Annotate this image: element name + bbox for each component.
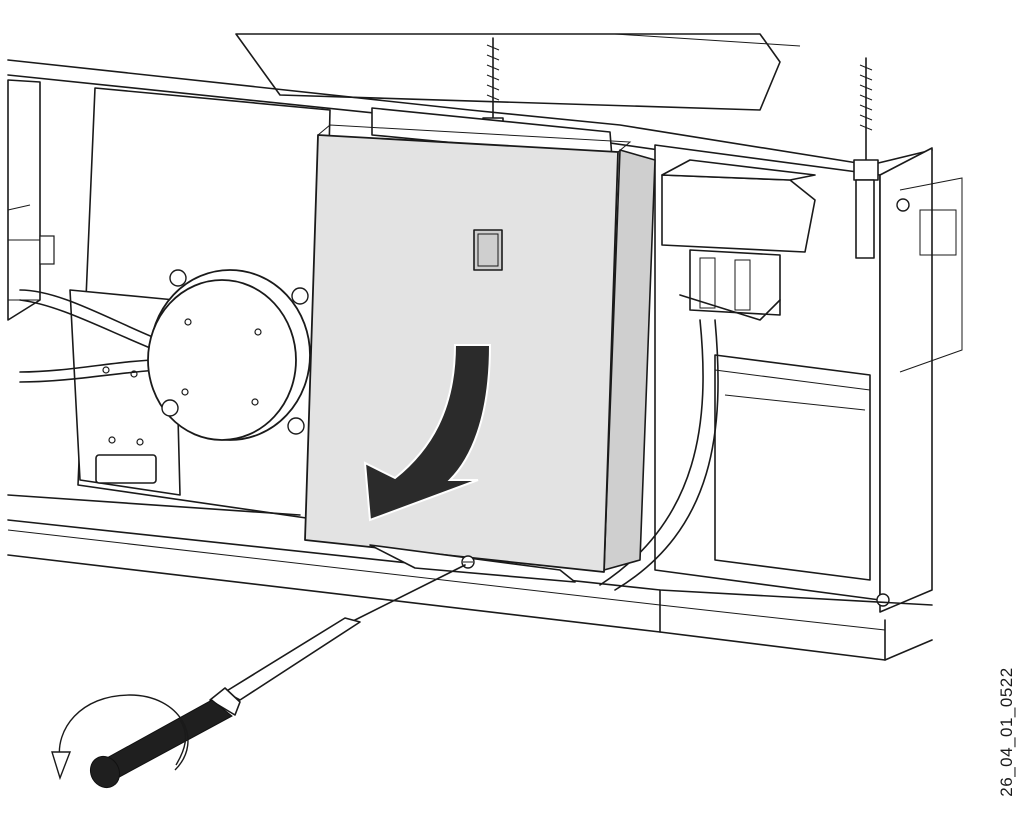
curved-down-left-arrow-icon <box>363 344 492 522</box>
fan-motor <box>147 269 311 441</box>
counterclockwise-rotate-icon <box>51 694 189 781</box>
drawing-reference-number: 26_04_01_0522 <box>997 667 1016 797</box>
electronics-cover <box>304 107 656 573</box>
bottom-rail <box>7 494 933 661</box>
terminal-block <box>661 159 816 321</box>
screwdriver <box>89 564 466 789</box>
